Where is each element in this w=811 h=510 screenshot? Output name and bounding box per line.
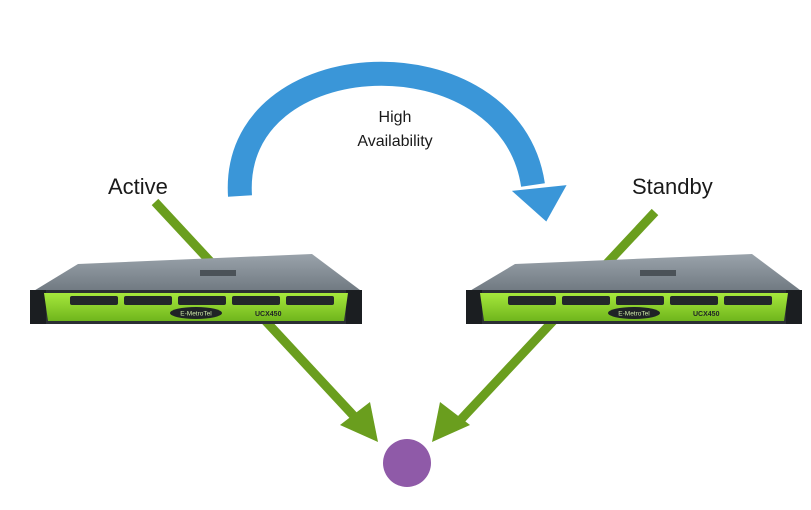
brand-badge: [170, 307, 222, 319]
active-label: Active: [108, 174, 168, 199]
drive-bay: [562, 296, 610, 305]
drive-bay: [670, 296, 718, 305]
active-server: E-MetroTel UCX450: [30, 254, 362, 324]
server-top-plate: [32, 254, 360, 292]
drive-bay: [508, 296, 556, 305]
failover-arc: [227, 61, 545, 197]
brand-badge: [608, 307, 660, 319]
drive-bay: [232, 296, 280, 305]
ha-label-line2: Availability: [357, 133, 433, 150]
server-ear-left: [30, 290, 46, 324]
server-vent: [200, 270, 236, 276]
server-ear-right: [346, 290, 362, 324]
failover-arrowhead: [511, 185, 567, 222]
drive-bay: [724, 296, 772, 305]
server-ear-right: [786, 290, 802, 324]
standby-server: E-MetroTel UCX450: [466, 254, 802, 324]
brand-text: E-MetroTel: [618, 311, 650, 318]
drive-bay: [616, 296, 664, 305]
ha-label-line1: High: [378, 109, 412, 126]
server-ear-left: [466, 290, 482, 324]
server-vent: [640, 270, 676, 276]
drive-bay: [70, 296, 118, 305]
brand-text: E-MetroTel: [180, 311, 212, 318]
standby-label: Standby: [632, 174, 713, 199]
active-arrowhead: [340, 402, 378, 442]
high-availability-label: High Availability: [330, 106, 460, 154]
model-text: UCX450: [693, 311, 720, 318]
drive-bay: [124, 296, 172, 305]
model-text: UCX450: [255, 311, 282, 318]
target-node: [383, 439, 431, 487]
standby-arrowhead: [432, 402, 470, 442]
server-top-plate: [468, 254, 800, 292]
drive-bay: [286, 296, 334, 305]
drive-bay: [178, 296, 226, 305]
